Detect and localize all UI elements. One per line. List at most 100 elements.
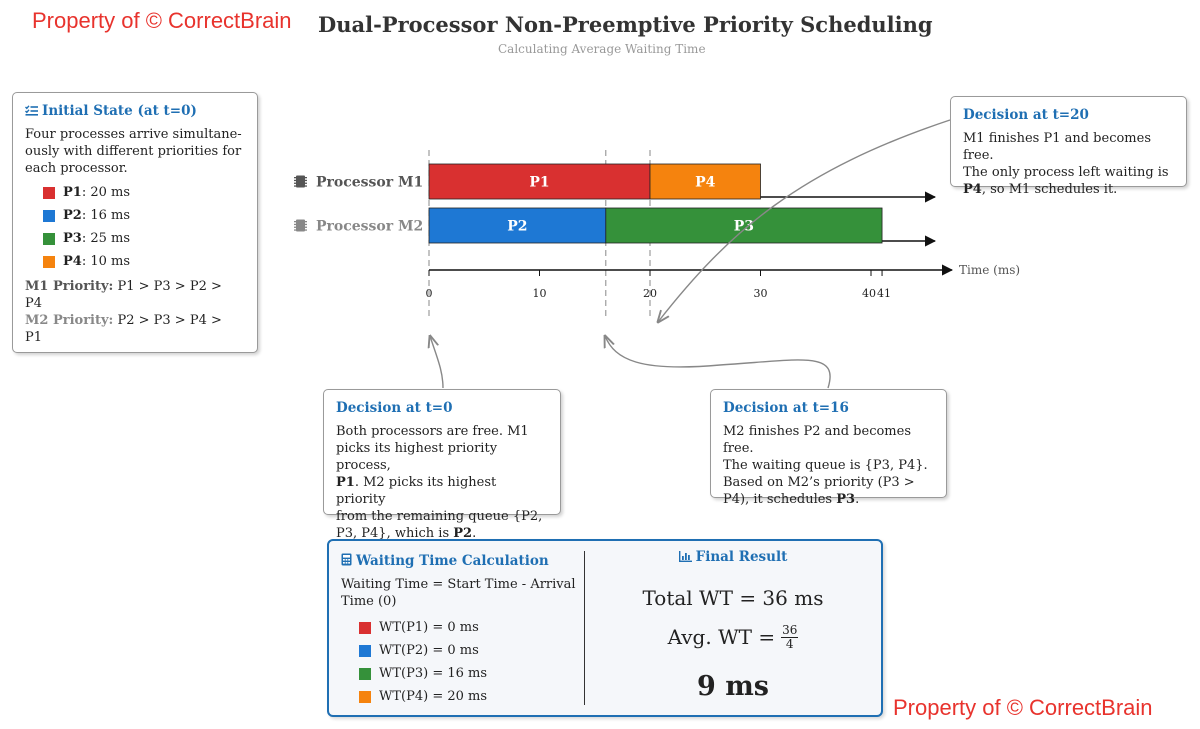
time-axis-label: Time (ms) <box>959 263 1020 277</box>
process-name: P3 <box>63 231 82 246</box>
cpu-chip-pin <box>294 177 296 179</box>
wt-row: WT(P2) = 0 ms <box>359 639 581 662</box>
m1-priority: M1 Priority: P1 > P3 > P2 > P4 <box>25 278 247 312</box>
wt-row: WT(P4) = 20 ms <box>359 685 581 708</box>
cpu-chip-pin <box>305 185 307 187</box>
decision-line: P4), it schedules P3. <box>723 491 934 508</box>
m2-priority-label: M2 Priority: <box>25 313 114 328</box>
m2-priority: M2 Priority: P2 > P3 > P4 > P1 <box>25 312 247 346</box>
process-burst: : 20 ms <box>81 185 131 200</box>
process-name: P4 <box>63 254 82 269</box>
bar-chart-icon <box>678 551 692 562</box>
calculation-title-text: Waiting Time Calculation <box>356 553 549 569</box>
avg-wt-numerator: 36 <box>781 623 799 638</box>
avg-wt-denominator: 4 <box>785 637 794 651</box>
tick-label-30: 30 <box>754 287 768 300</box>
cpu-chip-pin <box>294 223 296 226</box>
processor-name: Processor M2 <box>316 219 423 235</box>
initial-state-panel: Initial State (at t=0) Four processes ar… <box>12 92 258 353</box>
calculator-icon <box>341 553 352 566</box>
total-wt: Total WT = 36 ms <box>642 586 824 610</box>
decision-line: Both processors are free. M1 <box>336 423 548 440</box>
decision-line: picks its highest priority process, <box>336 440 548 474</box>
decision-line: The only process left waiting is <box>963 164 1174 181</box>
p2-swatch <box>43 209 55 222</box>
task-label-p3: P3 <box>734 219 754 235</box>
decision-text: Based on M2’s priority (P3 > <box>723 475 915 490</box>
decision-text: P3, P4}, which is <box>336 526 454 541</box>
avg-wt-result: 9 ms <box>697 671 769 702</box>
m2-priority-order-cont: P1 <box>25 330 43 345</box>
decision-text: , so M1 schedules it. <box>981 182 1118 197</box>
decision-box-t0: Decision at t=0 Both processors are free… <box>323 389 561 541</box>
list-check-icon <box>25 105 38 116</box>
decision-text: M1 finishes P1 and becomes free. <box>963 131 1151 163</box>
cpu-chip-body <box>296 219 305 232</box>
final-result-title: Final Result <box>585 549 881 566</box>
description-line: each processor. <box>25 161 128 176</box>
decision-line: from the remaining queue {P2, <box>336 508 548 525</box>
decision-line: M1 finishes P1 and becomes free. <box>963 130 1174 164</box>
waiting-time-formula: Waiting Time = Start Time - Arrival Time… <box>341 577 576 609</box>
decision-process-highlight: P2 <box>453 526 473 541</box>
decision-text: The only process left waiting is <box>963 165 1169 180</box>
process-legend-item: P2: 16 ms <box>43 204 247 227</box>
decision-process-highlight: P1 <box>336 475 355 490</box>
process-legend-item: P3: 25 ms <box>43 227 247 250</box>
decision-text: . <box>855 492 860 507</box>
decision-text: P4), it schedules <box>723 492 837 507</box>
decision-text: . <box>472 526 477 541</box>
task-label-p4: P4 <box>695 175 716 191</box>
decision-box-t16: Decision at t=16 M2 finishes P2 and beco… <box>710 389 947 507</box>
wt-value: WT(P2) = 0 ms <box>379 643 479 658</box>
p2-swatch <box>359 644 371 657</box>
cpu-chip-pin <box>305 223 307 226</box>
process-legend-item: P4: 10 ms <box>43 250 247 273</box>
p4-swatch <box>359 690 371 703</box>
tick-label-0: 0 <box>426 287 433 300</box>
processor-name: Processor M1 <box>316 175 423 191</box>
cpu-chip-body <box>296 175 305 188</box>
wt-row: WT(P3) = 16 ms <box>359 662 581 685</box>
decision-text: Both processors are free. M1 <box>336 424 529 439</box>
cpu-chip-pin <box>305 179 307 182</box>
process-burst: : 25 ms <box>81 231 131 246</box>
tick-label-40: 40 <box>862 287 876 300</box>
task-label-p2: P2 <box>507 219 527 235</box>
connector-arrow-t0 <box>430 336 444 389</box>
calculation-title: Waiting Time Calculation <box>341 553 581 570</box>
cpu-chip-pin <box>294 179 296 182</box>
decision-text: M2 finishes P2 and becomes free. <box>723 424 911 456</box>
tick-label-10: 10 <box>533 287 547 300</box>
decision-title: Decision at t=0 <box>336 400 453 416</box>
description-line: Four processes arrive simultane- <box>25 127 242 142</box>
cpu-chip-icon <box>294 219 307 232</box>
watermark-bottom: Property of © CorrectBrain <box>893 695 1153 720</box>
p1-swatch <box>43 186 55 199</box>
decision-body: M1 finishes P1 and becomes free. The only… <box>963 130 1174 198</box>
decision-line: Based on M2’s priority (P3 > <box>723 474 934 491</box>
decision-line: P4, so M1 schedules it. <box>963 181 1174 198</box>
final-result-title-text: Final Result <box>695 549 788 565</box>
cpu-chip-pin <box>305 182 307 184</box>
connector-arrow-t16 <box>605 336 831 389</box>
connector-arrow-t20 <box>658 119 951 322</box>
process-name: P1 <box>63 185 82 200</box>
decision-body: M2 finishes P2 and becomes free.The wait… <box>723 423 934 508</box>
watermark-top: Property of © CorrectBrain <box>32 8 292 33</box>
processor-label-2: Processor M2 <box>294 219 423 235</box>
process-legend: P1: 20 ms P2: 16 ms P3: 25 ms P4: 10 ms <box>25 181 247 273</box>
cpu-chip-pin <box>294 185 296 187</box>
decision-box-t20: Decision at t=20 M1 finishes P1 and beco… <box>950 96 1187 197</box>
decision-process-highlight: P4 <box>963 182 982 197</box>
initial-state-title: Initial State (at t=0) <box>25 103 247 120</box>
description-line: ously with different priorities for <box>25 144 242 159</box>
wt-value: WT(P1) = 0 ms <box>379 620 479 635</box>
decision-text: . M2 picks its highest priority <box>336 475 497 507</box>
initial-state-description: Four processes arrive simultane- ously w… <box>25 126 247 177</box>
decision-text: from the remaining queue {P2, <box>336 509 543 524</box>
p1-swatch <box>359 621 371 634</box>
decision-line: M2 finishes P2 and becomes free. <box>723 423 934 457</box>
